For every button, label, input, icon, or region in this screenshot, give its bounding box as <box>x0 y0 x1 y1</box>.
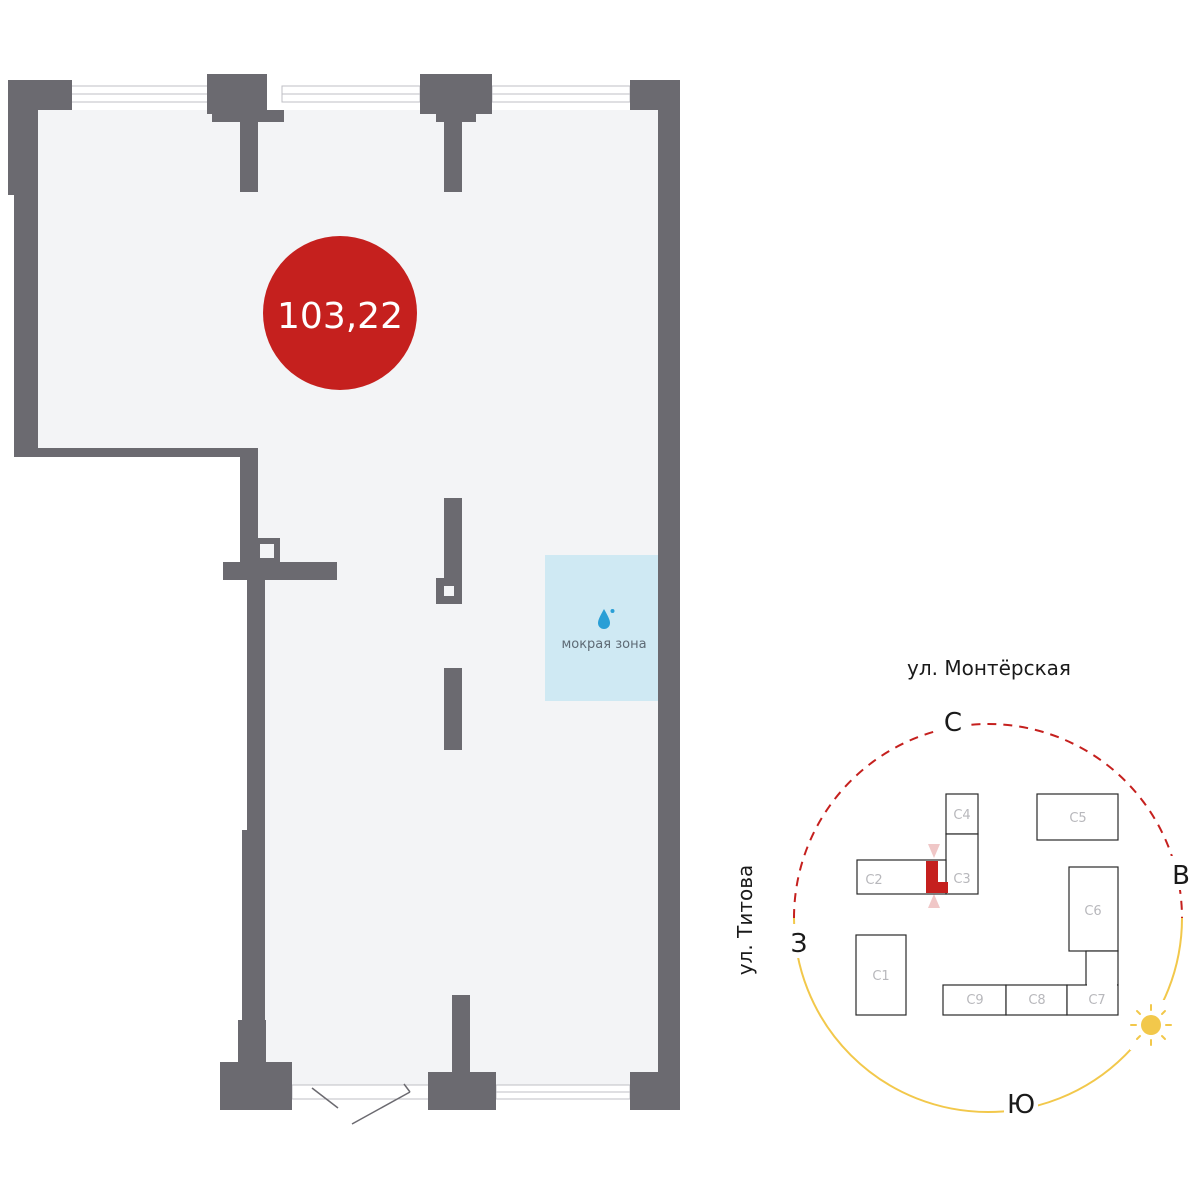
building-label-c7: С7 <box>1088 993 1105 1008</box>
situation-plan: ул. Монтёрская ул. Титова С В Ю З <box>733 656 1198 1120</box>
building-c3 <box>945 833 979 895</box>
street-west-label: ул. Титова <box>733 865 757 975</box>
compass-west: З <box>791 929 808 959</box>
building-c1 <box>855 934 907 1016</box>
building-c4 <box>945 793 979 835</box>
building-label-c2: С2 <box>865 873 882 888</box>
building-label-c6: С6 <box>1084 904 1101 919</box>
wet-zone-label: мокрая зона <box>561 637 646 652</box>
compass-north: С <box>944 708 962 738</box>
water-drop-small-icon <box>610 609 615 613</box>
building-labels: С4 С5 С2 С3 С6 С1 С9 С8 С7 <box>865 808 1105 1008</box>
building-c5 <box>1036 793 1119 841</box>
buildings <box>855 793 1119 1016</box>
building-label-c1: С1 <box>872 969 889 984</box>
building-c7-link <box>1085 950 1119 986</box>
building-c6 <box>1068 866 1119 952</box>
building-label-c4: С4 <box>953 808 970 823</box>
windows-bottom <box>291 1084 631 1100</box>
compass-east: В <box>1172 861 1190 891</box>
location-marker <box>926 844 948 908</box>
water-drop-icon <box>598 609 610 629</box>
compass-north-arc <box>793 723 1183 919</box>
building-c9 <box>942 984 1007 1016</box>
building-label-c3: С3 <box>953 872 970 887</box>
building-label-c8: С8 <box>1028 993 1045 1008</box>
floor-area <box>38 110 658 1085</box>
sun-icon <box>1130 1000 1174 1050</box>
compass-south: Ю <box>1007 1090 1035 1120</box>
c7-join <box>1087 984 1117 986</box>
area-value: 103,22 <box>277 296 403 337</box>
building-label-c9: С9 <box>966 993 983 1008</box>
street-north-label: ул. Монтёрская <box>907 656 1071 680</box>
building-label-c5: С5 <box>1069 811 1086 826</box>
area-badge <box>263 236 417 390</box>
windows-top <box>69 85 631 103</box>
apartment-plan: мокрая зона 103,22 <box>8 74 680 1125</box>
building-c7 <box>1066 984 1119 1016</box>
entrance-door <box>311 1083 411 1125</box>
walls <box>8 74 680 1110</box>
compass-letter-backgrounds <box>782 704 1198 1119</box>
